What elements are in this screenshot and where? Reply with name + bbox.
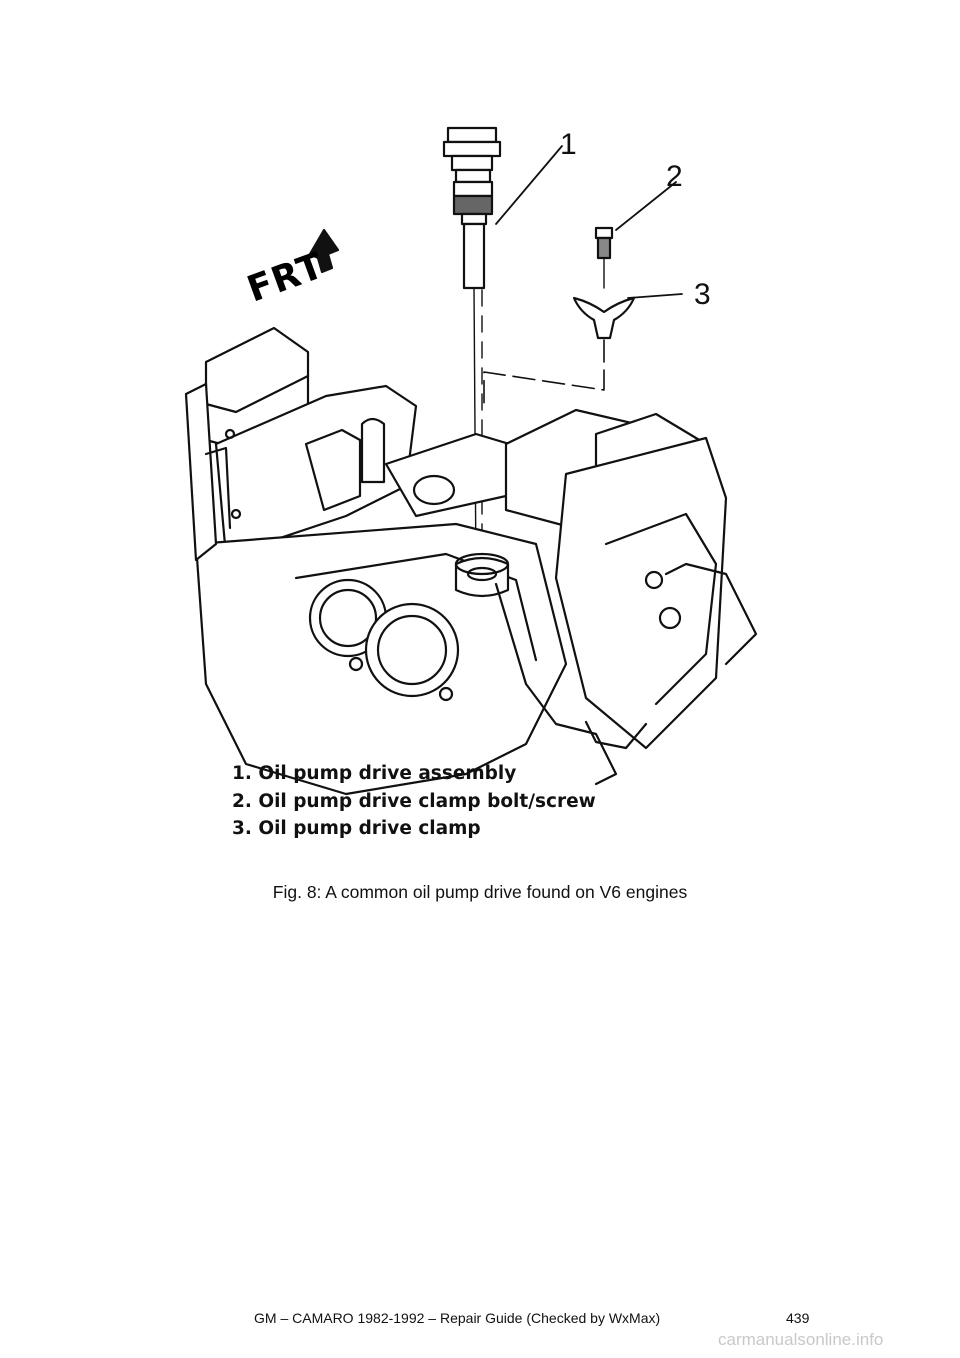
page-footer: GM – CAMARO 1982-1992 – Repair Guide (Ch… — [254, 1310, 661, 1326]
front-arrow-icon — [308, 228, 340, 274]
legend-item: 2. Oil pump drive clamp bolt/screw — [232, 790, 596, 812]
callout-1: 1 — [560, 128, 577, 161]
engine-block — [184, 326, 758, 796]
legend-item: 3. Oil pump drive clamp — [232, 818, 481, 839]
drive-clamp-part — [483, 296, 636, 407]
figure-legend: 1. Oil pump drive assembly 2. Oil pump d… — [232, 760, 596, 843]
engine-illustration: 1 2 3 FRT 1. Oil pump drive assembly 2. … — [176, 104, 778, 876]
legend-item: 1. Oil pump drive assembly — [232, 763, 517, 784]
oil-pump-drive-part — [442, 126, 502, 575]
clamp-bolt-part — [594, 226, 614, 289]
callout-2: 2 — [666, 160, 683, 193]
page-number: 439 — [786, 1310, 810, 1326]
figure-caption: Fig. 8: A common oil pump drive found on… — [272, 882, 688, 902]
callout-3: 3 — [694, 278, 711, 311]
watermark: carmanualsonline.info — [718, 1330, 884, 1349]
engine-line-drawing — [184, 126, 758, 796]
